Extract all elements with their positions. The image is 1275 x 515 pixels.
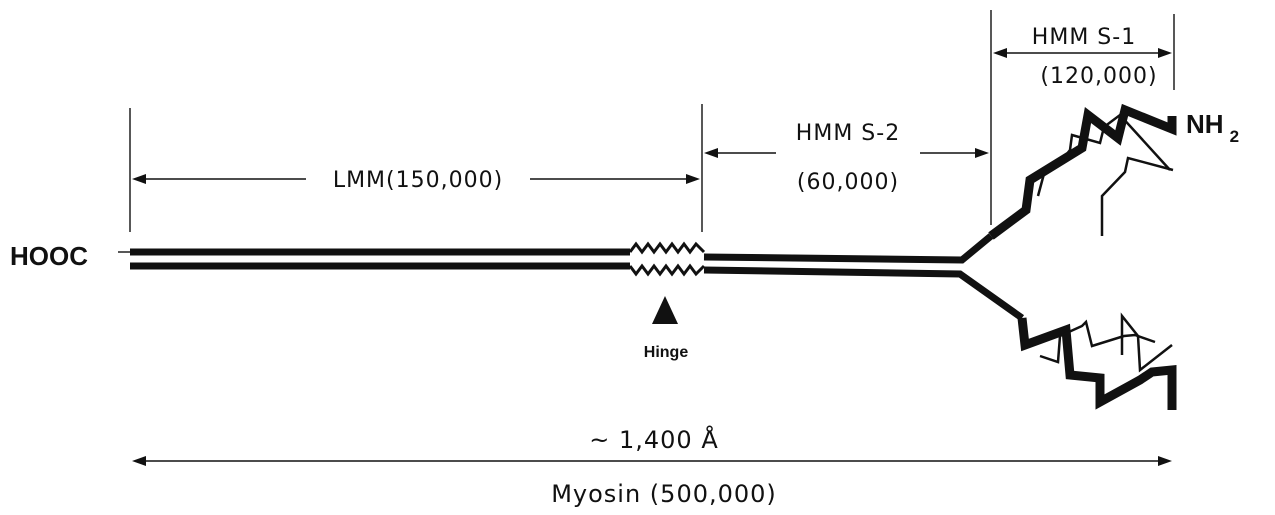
- hmm-s2-name: HMM S-2: [796, 121, 900, 146]
- hmm-s1-mass: (120,000): [1040, 64, 1157, 89]
- hmm-s1-name: HMM S-1: [1032, 25, 1136, 50]
- lower-head: [1017, 312, 1177, 410]
- hinge-triangle-icon: [652, 296, 678, 324]
- s2-arrow-right: [975, 148, 989, 158]
- lmm-arrow-left: [132, 174, 146, 184]
- lower-head-helix-thin: [1039, 319, 1156, 364]
- n-terminus-subscript: 2: [1230, 127, 1239, 146]
- hinge-coil-lower: [628, 263, 706, 277]
- myosin-tail: [118, 233, 1025, 321]
- upper-head-helix-thin: [1036, 113, 1171, 197]
- lmm-arrow-right: [686, 174, 700, 184]
- overall-length-label: ~ 1,400 Å: [589, 425, 719, 454]
- lower-head-helix-inner: [1120, 312, 1173, 373]
- hmm-s2-dimension: HMM S-2 (60,000): [704, 121, 989, 195]
- s1-arrow-left: [993, 48, 1007, 58]
- tail-strand-lower: [130, 262, 1025, 321]
- lmm-dimension: LMM(150,000): [132, 168, 700, 193]
- c-terminus-label: HOOC: [10, 241, 88, 271]
- terminal-labels: HOOC NH 2: [10, 109, 1239, 271]
- segment-boundaries: [129, 10, 1175, 232]
- hinge-marker: Hinge: [644, 296, 689, 361]
- lower-head-helix-thick: [1017, 317, 1177, 410]
- s1-arrow-right: [1158, 48, 1172, 58]
- lmm-label: LMM(150,000): [333, 168, 503, 193]
- overall-dimension: ~ 1,400 Å Myosin (500,000): [132, 425, 1172, 508]
- hinge-coil-upper: [628, 241, 706, 255]
- hmm-s1-dimension: HMM S-1 (120,000): [993, 25, 1172, 89]
- s2-arrow-left: [704, 148, 718, 158]
- n-terminus-text: NH: [1186, 109, 1224, 139]
- hinge-label: Hinge: [644, 344, 689, 361]
- molecule-label: Myosin (500,000): [551, 480, 777, 508]
- overall-arrow-right: [1158, 456, 1172, 466]
- tail-strand-upper: [130, 233, 994, 264]
- overall-arrow-left: [132, 456, 146, 466]
- upper-head-helix-thick: [988, 103, 1177, 240]
- hmm-s2-mass: (60,000): [797, 170, 899, 195]
- n-terminus-label: NH 2: [1186, 109, 1239, 146]
- upper-head-helix-inner: [1100, 156, 1174, 236]
- upper-head: [988, 103, 1177, 240]
